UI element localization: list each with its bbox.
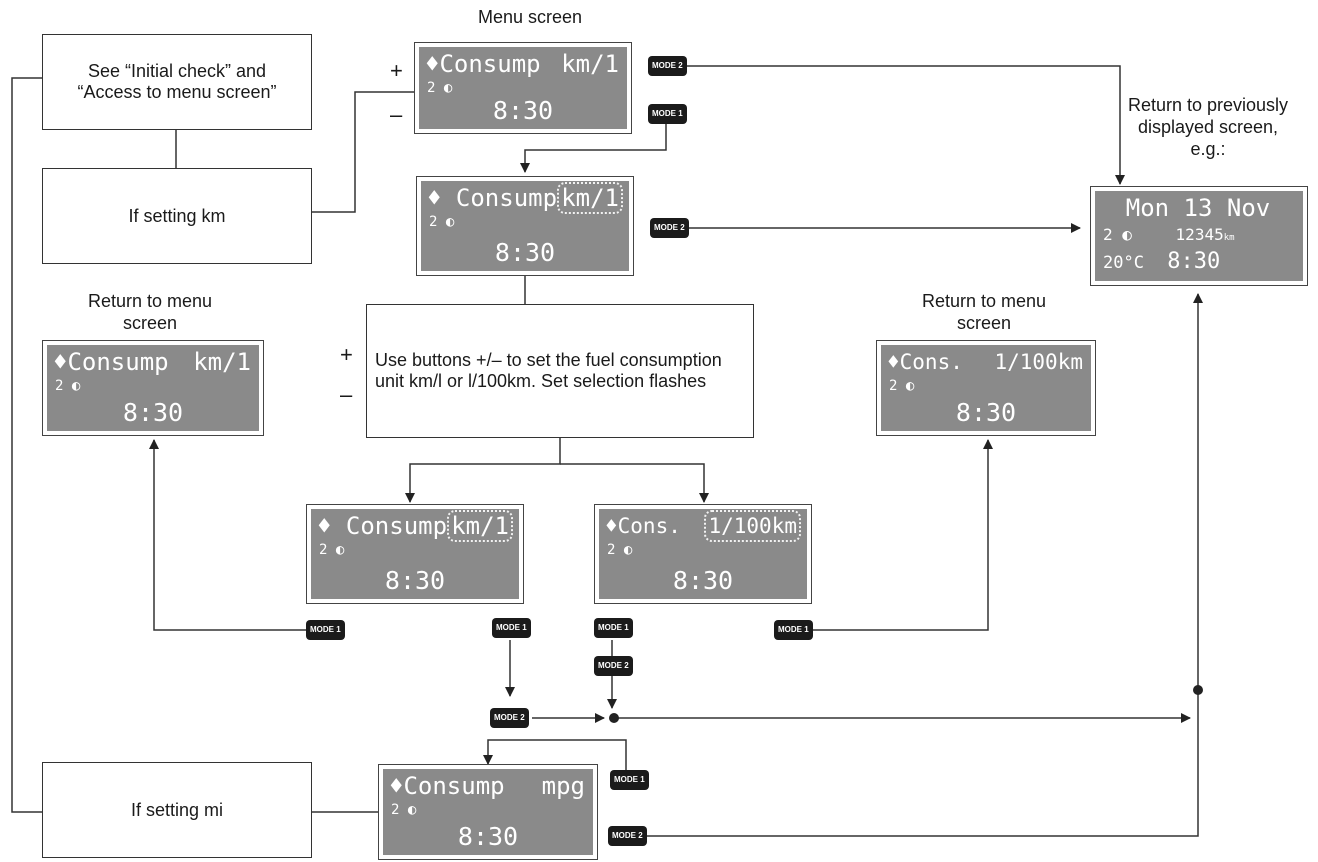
- use-buttons-text: Use buttons +/– to set the fuel consumpt…: [375, 350, 722, 391]
- lcd-time: 8:30: [494, 238, 556, 267]
- mode2-button-km-path[interactable]: MODE 2: [490, 708, 529, 728]
- lcd-indicator: 2 ◐: [429, 214, 455, 230]
- lcd-label: ♦Cons.: [887, 350, 963, 374]
- minus-sign-menu: –: [390, 102, 403, 127]
- mode1-button-mpg[interactable]: MODE 1: [610, 770, 649, 790]
- plus-sign-menu: +: [390, 58, 403, 83]
- mode2-button-menu[interactable]: MODE 2: [648, 56, 687, 76]
- lcd-unit-selected: km/1: [447, 510, 513, 542]
- lcd-time: 8:30: [1167, 249, 1221, 274]
- mode1-button-flash-km-left[interactable]: MODE 1: [306, 620, 345, 640]
- mode2-button-mid[interactable]: MODE 2: [594, 656, 633, 676]
- return-previous-caption: Return to previously displayed screen, e…: [1127, 95, 1289, 159]
- plus-sign-set: +: [340, 342, 353, 367]
- lcd-indicator: 2 ◐: [1103, 225, 1132, 244]
- lcd-time: 8:30: [122, 398, 184, 427]
- lcd-odometer-unit: km: [1223, 233, 1235, 243]
- lcd-time: 8:30: [672, 566, 734, 595]
- setting-km-box: If setting km: [42, 168, 312, 264]
- lcd-label: ♦Consump: [425, 50, 541, 78]
- lcd-label: ♦ Consump: [427, 184, 558, 212]
- lcd-unit: 1/100km: [994, 350, 1083, 374]
- mode1-button-menu[interactable]: MODE 1: [648, 104, 687, 124]
- use-buttons-box: Use buttons +/– to set the fuel consumpt…: [366, 304, 754, 438]
- lcd-time: 8:30: [955, 398, 1017, 427]
- lcd-unit-selected: 1/100km: [704, 510, 801, 542]
- mode2-button-select[interactable]: MODE 2: [650, 218, 689, 238]
- initial-check-text: See “Initial check” and “Access to menu …: [77, 61, 277, 102]
- lcd-return-menu-left: ♦Consump km/1 2 ◐ 8:30: [42, 340, 264, 436]
- setting-mi-text: If setting mi: [130, 799, 224, 820]
- return-menu-right-caption: Return to menu screen: [921, 291, 1047, 333]
- lcd-unit: km/1: [193, 348, 251, 376]
- lcd-label: ♦Consump: [53, 348, 169, 376]
- lcd-unit: km/1: [561, 50, 619, 78]
- lcd-previous-screen: Mon 13 Nov 2 ◐ 12345km 20°C 8:30: [1090, 186, 1308, 286]
- lcd-mpg-screen: ♦Consump mpg 2 ◐ 8:30: [378, 764, 598, 860]
- mode1-button-flash-l100km[interactable]: MODE 1: [774, 620, 813, 640]
- minus-sign-set: –: [340, 382, 353, 407]
- lcd-temperature: 20°C: [1103, 253, 1144, 273]
- lcd-menu-screen: ♦Consump km/1 2 ◐ 8:30: [414, 42, 632, 134]
- lcd-time: 8:30: [457, 822, 519, 851]
- setting-km-text: If setting km: [128, 205, 226, 226]
- lcd-odometer: 12345: [1175, 225, 1224, 244]
- lcd-indicator: 2 ◐: [55, 378, 81, 394]
- lcd-unit: mpg: [541, 772, 585, 800]
- lcd-label: ♦ Consump: [317, 512, 448, 540]
- lcd-flash-l100km: ♦Cons. 1/100km 2 ◐ 8:30: [594, 504, 812, 604]
- mode1-button-mid[interactable]: MODE 1: [594, 618, 633, 638]
- lcd-label: ♦Cons.: [605, 514, 681, 538]
- mode1-button-flash-km-down[interactable]: MODE 1: [492, 618, 531, 638]
- lcd-date: Mon 13 Nov: [1125, 194, 1271, 222]
- lcd-time: 8:30: [492, 96, 554, 125]
- menu-screen-caption: Menu screen: [477, 7, 583, 27]
- lcd-indicator: 2 ◐: [391, 802, 417, 818]
- setting-mi-box: If setting mi: [42, 762, 312, 858]
- lcd-return-menu-right: ♦Cons. 1/100km 2 ◐ 8:30: [876, 340, 1096, 436]
- lcd-indicator: 2 ◐: [607, 542, 633, 558]
- lcd-indicator: 2 ◐: [427, 80, 453, 96]
- lcd-indicator: 2 ◐: [319, 542, 345, 558]
- initial-check-box: See “Initial check” and “Access to menu …: [42, 34, 312, 130]
- lcd-unit-selected: km/1: [557, 182, 623, 214]
- return-menu-left-caption: Return to menu screen: [87, 291, 213, 333]
- lcd-time: 8:30: [384, 566, 446, 595]
- mode2-button-mpg[interactable]: MODE 2: [608, 826, 647, 846]
- lcd-indicator: 2 ◐: [889, 378, 915, 394]
- lcd-label: ♦Consump: [389, 772, 505, 800]
